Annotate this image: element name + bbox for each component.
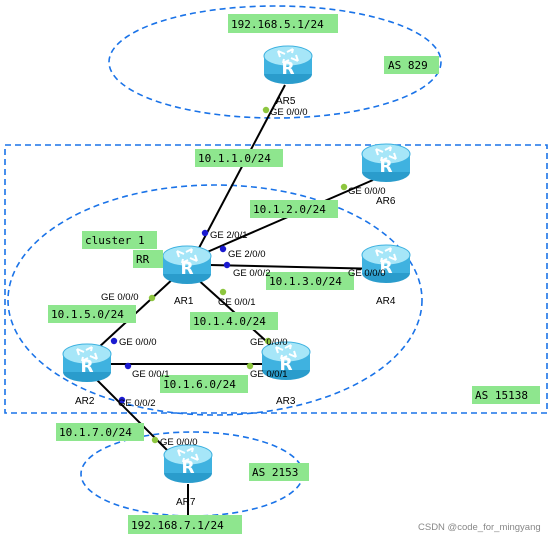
dot-ar1-g002 (223, 261, 231, 269)
port-ar5-g000: GE 0/0/0 (270, 107, 308, 118)
label-net-10-1-6: 10.1.6.0/24 (163, 378, 236, 391)
name-ar6: AR6 (376, 196, 396, 207)
port-ar3-g000: GE 0/0/0 (250, 337, 288, 348)
port-ar2-g002: GE 0/0/2 (118, 398, 156, 409)
dot-ar1-g200 (219, 245, 227, 253)
label-as15138: AS 15138 (475, 389, 528, 402)
router-ar2 (62, 343, 112, 383)
port-labels: GE 0/0/0 GE 2/0/1 GE 2/0/0 GE 0/0/2 GE 0… (101, 107, 386, 448)
port-ar1-g001: GE 0/0/1 (218, 297, 256, 308)
label-rr: RR (136, 253, 150, 266)
port-ar2-g001: GE 0/0/1 (132, 369, 170, 380)
name-ar2: AR2 (75, 396, 95, 407)
port-ar7-g000: GE 0/0/0 (160, 437, 198, 448)
watermark: CSDN @code_for_mingyang (418, 522, 541, 533)
name-ar5: AR5 (276, 96, 296, 107)
as-labels: AS 829 AS 15138 AS 2153 cluster 1 RR (82, 56, 540, 481)
name-ar7: AR7 (176, 497, 196, 508)
label-as829: AS 829 (388, 59, 428, 72)
as15138-boundary (4, 144, 548, 414)
port-ar3-g001: GE 0/0/1 (250, 369, 288, 380)
label-net-10-1-1: 10.1.1.0/24 (198, 152, 271, 165)
port-ar1-g002: GE 0/0/2 (233, 268, 271, 279)
label-net-10-1-5: 10.1.5.0/24 (51, 308, 124, 321)
label-net-10-1-7: 10.1.7.0/24 (59, 426, 132, 439)
label-as2153: AS 2153 (252, 466, 298, 479)
router-ar5 (263, 45, 313, 85)
port-ar2-g000: GE 0/0/0 (119, 337, 157, 348)
router-ar6 (361, 143, 411, 183)
port-ar4-g000: GE 0/0/0 (348, 268, 386, 279)
dot-ar5 (262, 106, 270, 114)
as829-boundary (108, 5, 442, 119)
port-ar1-g201: GE 2/0/1 (210, 230, 248, 241)
name-ar3: AR3 (276, 396, 296, 407)
dot-ar7 (151, 436, 159, 444)
dot-ar2-g002 (118, 396, 126, 404)
dot-ar1-g001 (219, 288, 227, 296)
router-names: AR5 AR6 AR1 AR4 AR2 AR3 AR7 (75, 96, 396, 508)
dot-ar6 (340, 183, 348, 191)
name-ar4: AR4 (376, 296, 396, 307)
name-ar1: AR1 (174, 296, 194, 307)
dot-ar2-g000 (110, 337, 118, 345)
port-ar1-g000: GE 0/0/0 (101, 292, 139, 303)
label-net-10-1-2: 10.1.2.0/24 (253, 203, 326, 216)
port-ar6-g000: GE 0/0/0 (348, 186, 386, 197)
cluster1-boundary (7, 184, 423, 416)
network-labels: 192.168.5.1/24 10.1.1.0/24 10.1.2.0/24 1… (48, 14, 354, 534)
label-net-10-1-3: 10.1.3.0/24 (269, 275, 342, 288)
dot-ar3-g000 (264, 337, 272, 345)
label-net-10-1-4: 10.1.4.0/24 (193, 315, 266, 328)
link-ar2-ar7 (94, 377, 173, 456)
label-net-192-168-5: 192.168.5.1/24 (231, 18, 324, 31)
dot-ar2-g001 (124, 362, 132, 370)
link-ar1-ar4 (209, 264, 384, 270)
dot-ar3-g001 (246, 362, 254, 370)
router-ar1 (162, 245, 212, 285)
label-cluster: cluster 1 (85, 234, 145, 247)
dot-ar1-g000 (148, 294, 156, 302)
port-ar1-g200: GE 2/0/0 (228, 249, 266, 260)
router-ar7 (163, 444, 213, 484)
label-net-192-168-7: 192.168.7.1/24 (131, 519, 224, 532)
dot-ar1-g201 (201, 229, 209, 237)
